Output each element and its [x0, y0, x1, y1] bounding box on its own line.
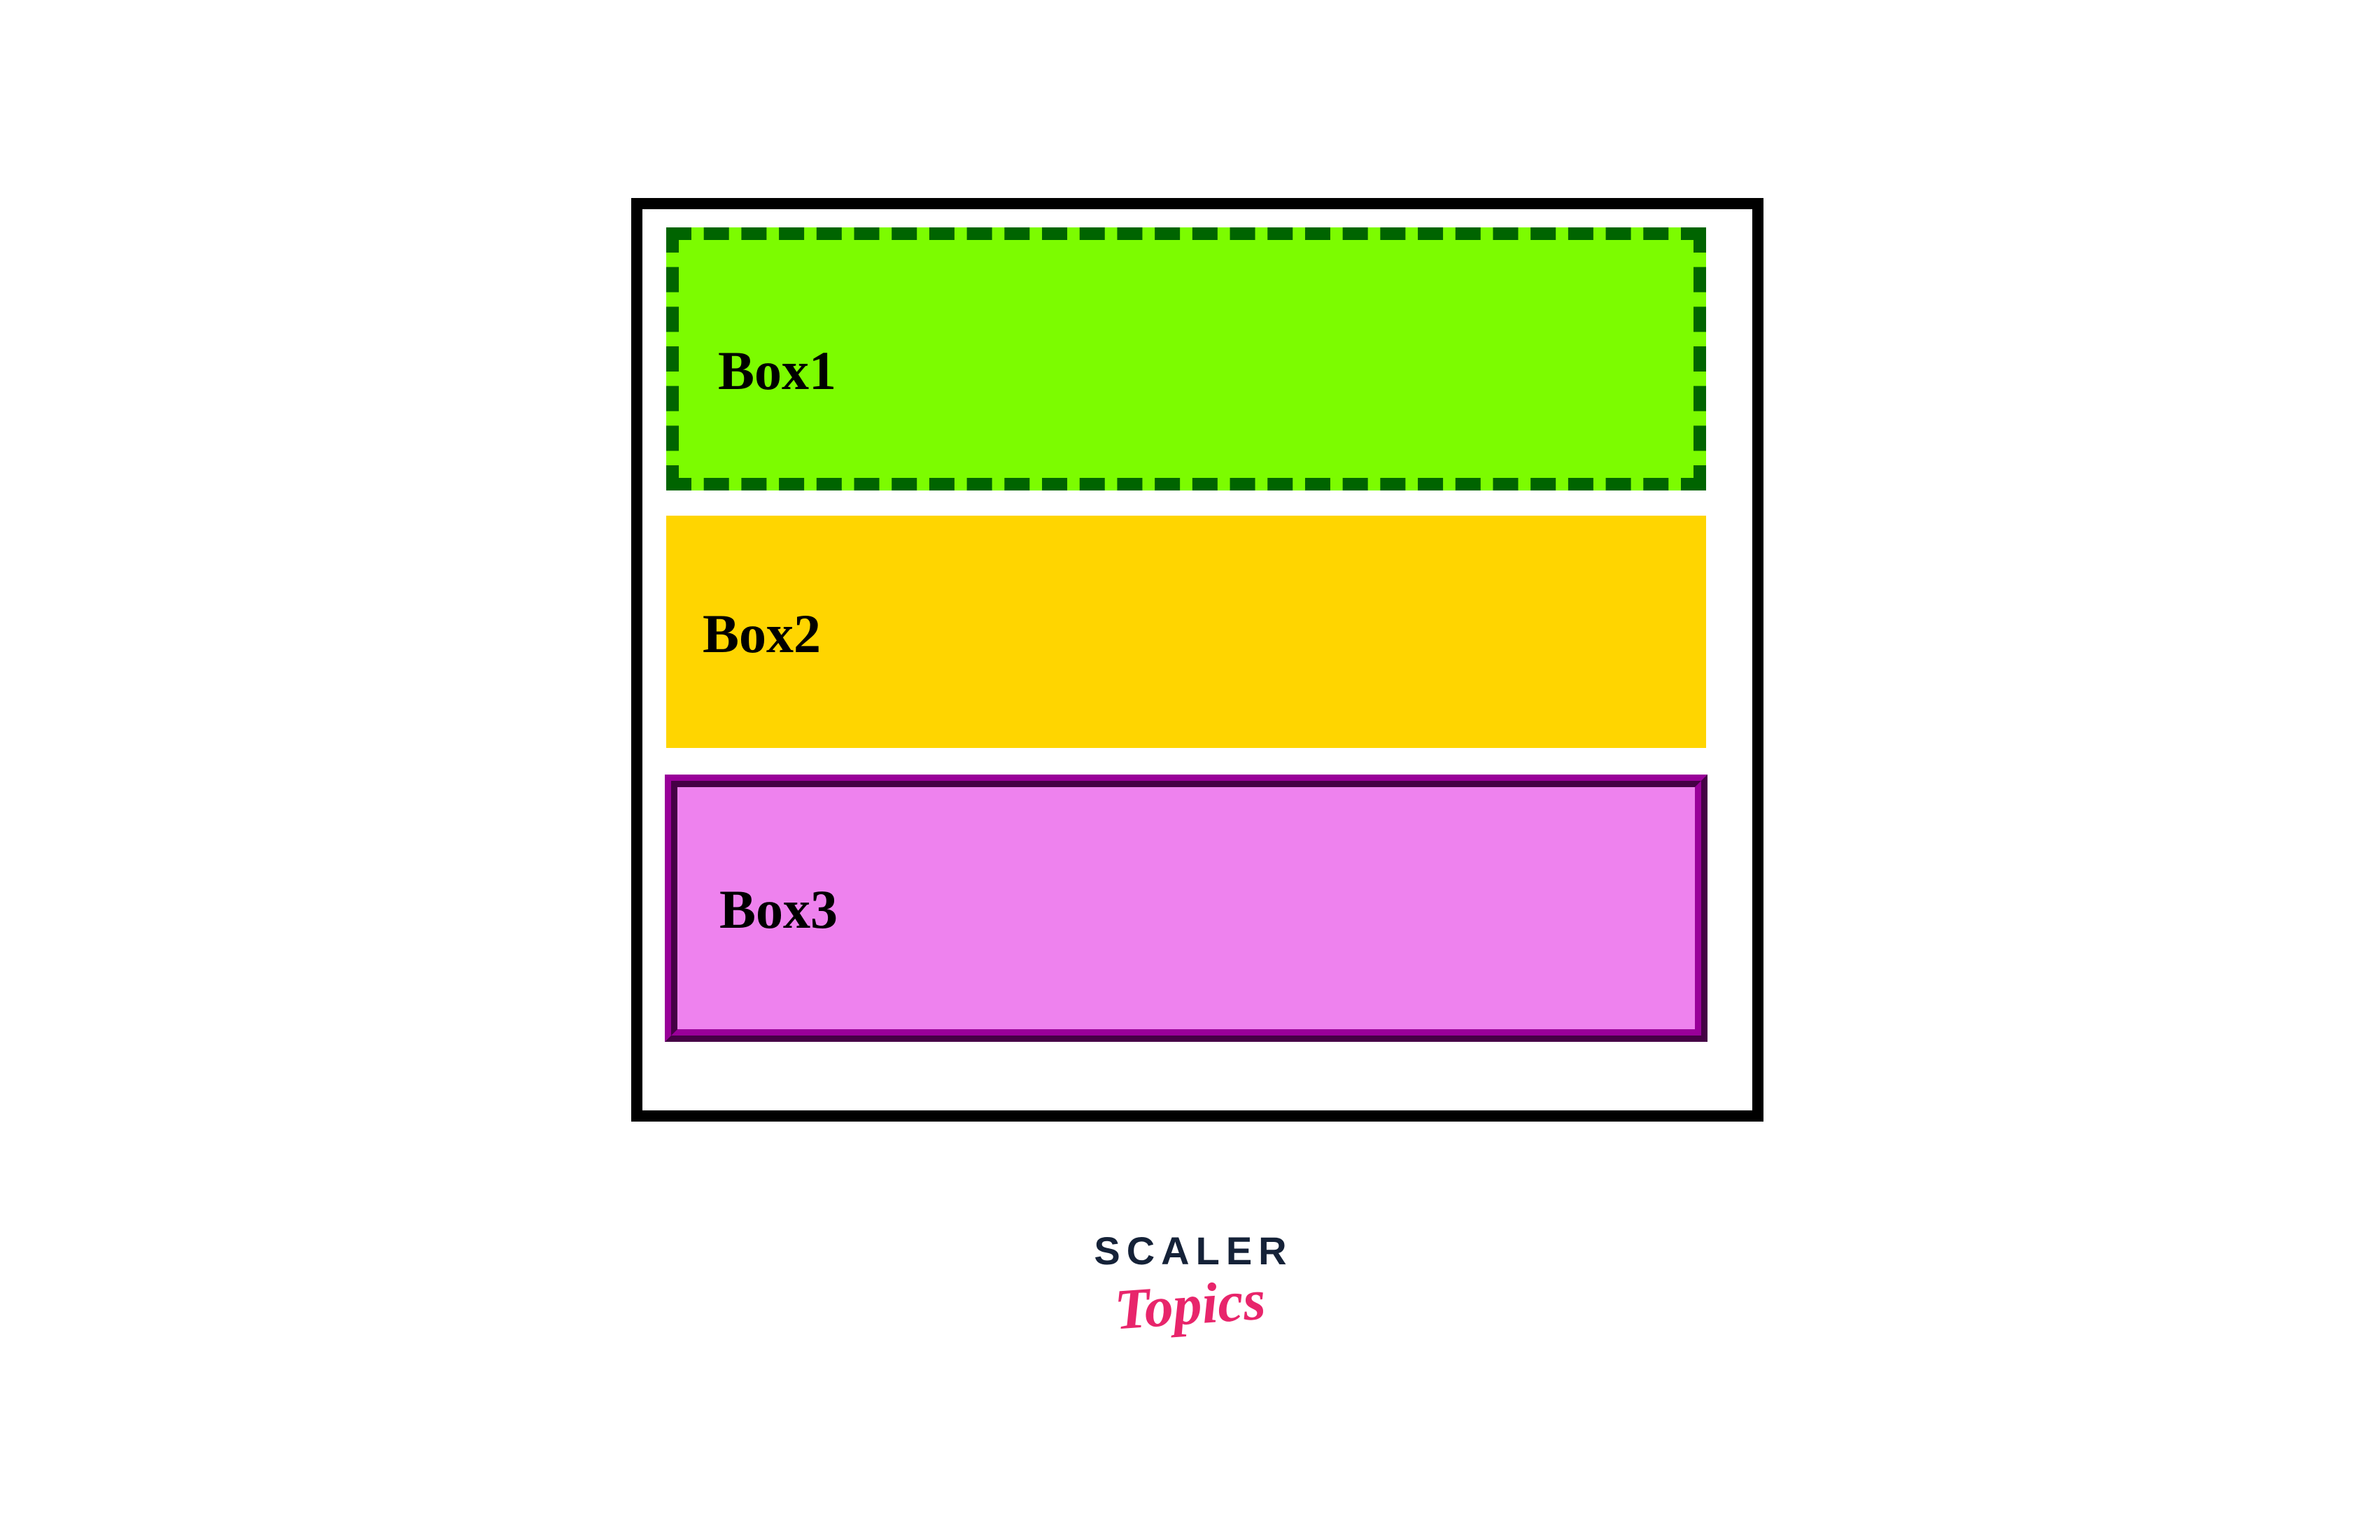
box-1-label: Box1 [718, 340, 837, 401]
boxes-stack: Box1 Box2 Box3 [642, 209, 1752, 1110]
outer-container: Box1 Box2 Box3 [631, 198, 1763, 1122]
demo-box-1: Box1 [666, 227, 1706, 490]
box-2-label: Box2 [703, 603, 822, 664]
demo-box-3: Box3 [665, 775, 1707, 1042]
box-3-label: Box3 [719, 879, 838, 940]
scaler-topics-logo: SCALER Topics [0, 1229, 2380, 1342]
logo-scaler-wordmark: SCALER [1094, 1229, 1293, 1273]
logo-topics-wordmark: Topics [1112, 1267, 1268, 1342]
demo-box-2: Box2 [666, 516, 1706, 748]
